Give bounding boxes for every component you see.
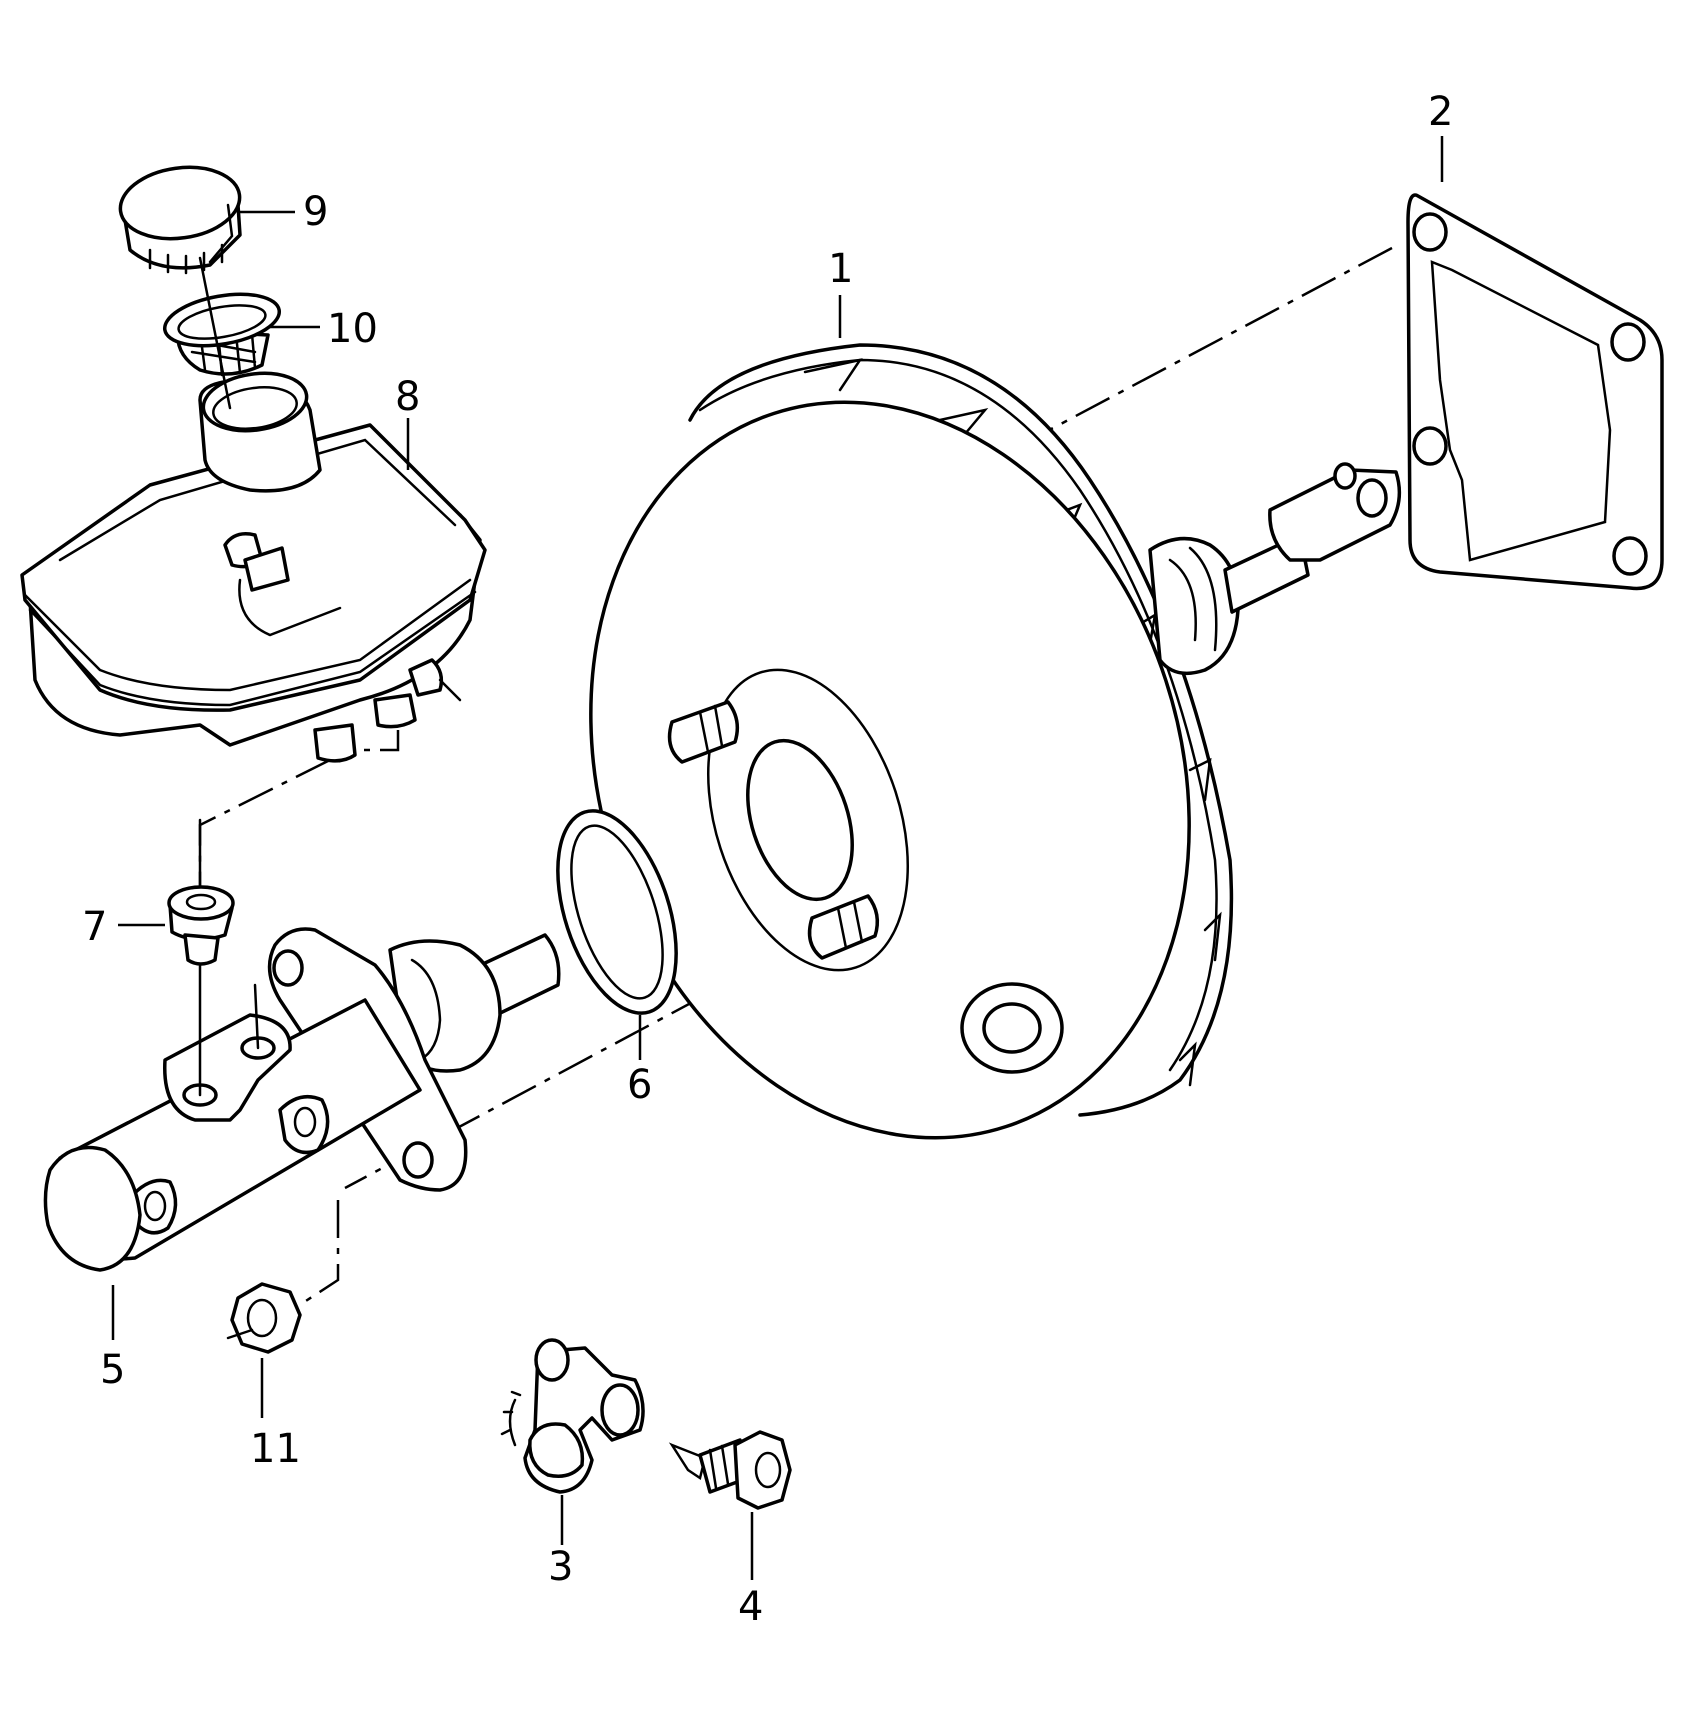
reservoir-grommet (167, 885, 235, 966)
callout-2: 2 (1428, 89, 1453, 135)
gasket (1406, 193, 1664, 591)
fluid-reservoir (20, 371, 487, 763)
callout-7: 7 (82, 904, 107, 950)
screw (668, 1430, 792, 1510)
master-cylinder (43, 927, 561, 1272)
callout-3: 3 (548, 1544, 573, 1590)
callout-8: 8 (395, 374, 420, 420)
callout-1: 1 (828, 246, 853, 292)
callout-9: 9 (303, 189, 328, 235)
reservoir-cap (118, 165, 242, 275)
o-ring (556, 809, 678, 1015)
callout-5: 5 (100, 1347, 125, 1393)
nut (226, 1282, 302, 1354)
callout-4: 4 (738, 1584, 763, 1630)
brake-booster (589, 343, 1402, 1140)
vacuum-check-valve (500, 1338, 645, 1494)
callout-10: 10 (327, 306, 378, 352)
callout-6: 6 (627, 1062, 652, 1108)
callout-11: 11 (250, 1426, 301, 1472)
leader-lines (111, 136, 1444, 1580)
callout-labels: 1 2 3 4 5 6 7 8 9 10 11 (82, 89, 1453, 1630)
